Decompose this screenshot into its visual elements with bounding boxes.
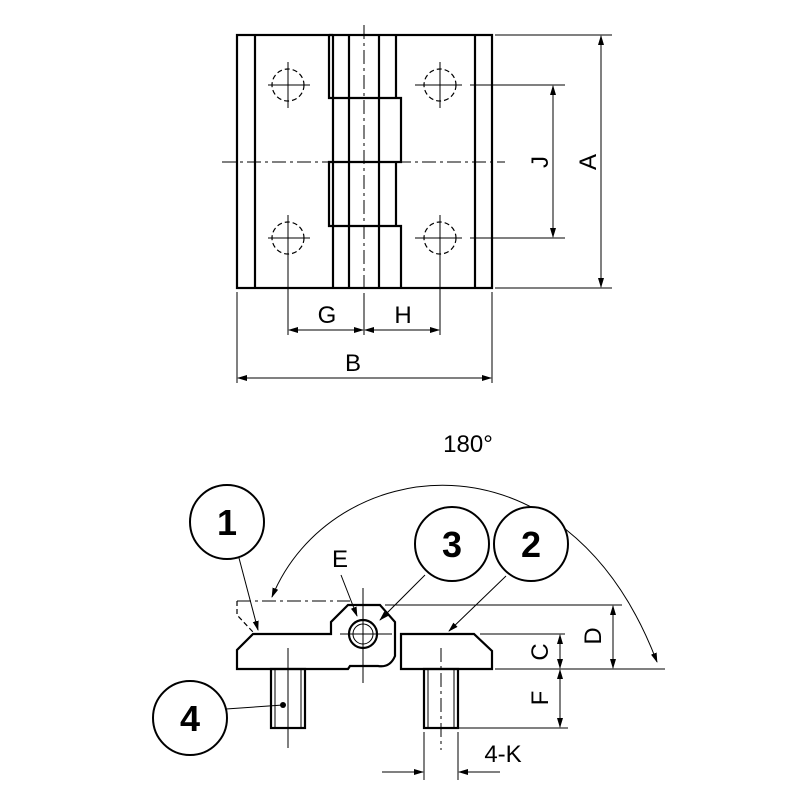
dim-C: C: [527, 643, 554, 660]
dim-K: 4-K: [484, 741, 521, 768]
leaf-2: [399, 632, 494, 671]
angle-label: 180°: [443, 431, 493, 458]
leaf-1: [235, 603, 397, 671]
dim-J: J: [527, 156, 554, 168]
dim-E: E: [332, 546, 348, 573]
top-view: J A G H B: [222, 25, 612, 383]
mounting-holes: [268, 62, 462, 335]
dim-G: G: [318, 302, 337, 329]
dim-H: H: [394, 302, 411, 329]
callout-4: 4: [152, 680, 286, 756]
svg-text:3: 3: [442, 524, 462, 565]
dim-D: D: [580, 627, 607, 644]
rotation-arc: [271, 484, 658, 663]
dim-A: A: [575, 154, 602, 170]
svg-text:2: 2: [521, 524, 541, 565]
side-view: 180° C F D 4-K E 1 3: [152, 431, 665, 780]
callout-3: 3: [379, 506, 490, 621]
svg-text:1: 1: [217, 502, 237, 543]
svg-text:4: 4: [180, 698, 200, 739]
dim-B: B: [345, 350, 361, 377]
callout-1: 1: [189, 484, 265, 631]
dim-F: F: [527, 691, 554, 706]
callout-2: 2: [448, 506, 569, 632]
